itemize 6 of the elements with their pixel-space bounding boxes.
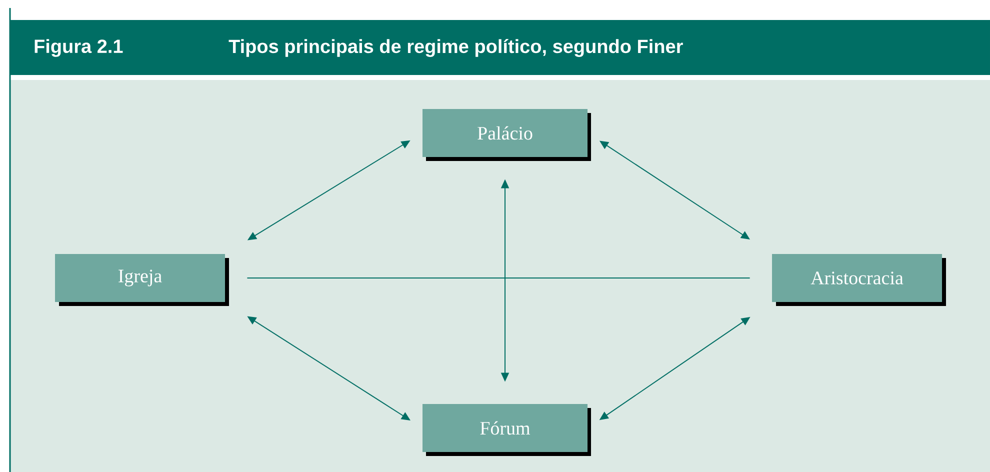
- label-box: Palácio: [422, 109, 591, 161]
- figure-number: Figura 2.1: [34, 39, 123, 57]
- label-box: Igreja: [55, 254, 229, 306]
- label-box: Aristocracia: [772, 254, 946, 306]
- figure-title: Tipos principais de regime político, segundo Finer: [228, 39, 683, 57]
- label-box: Fórum: [422, 404, 591, 456]
